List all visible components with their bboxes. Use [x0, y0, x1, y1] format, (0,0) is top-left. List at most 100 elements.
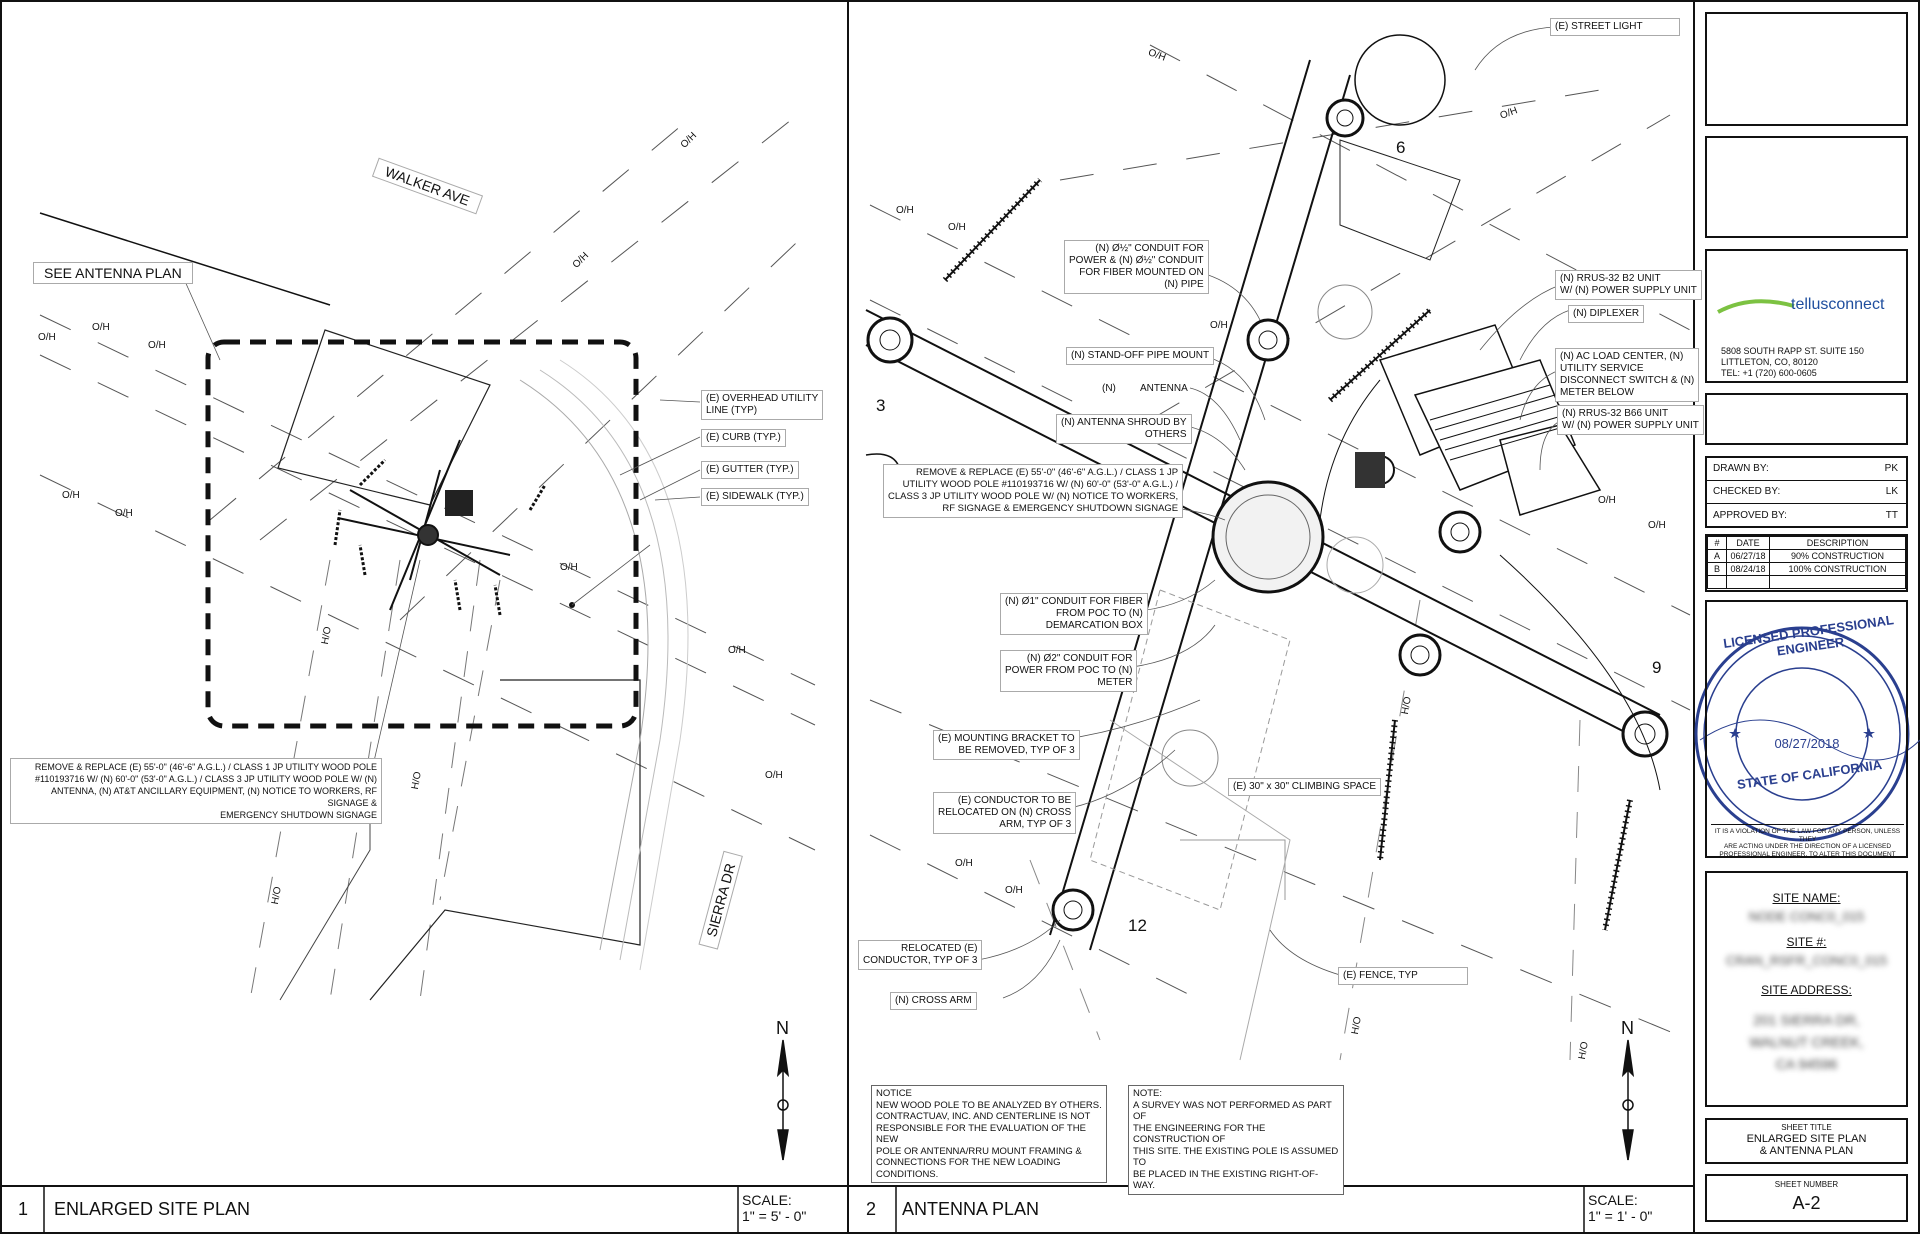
callout-standoff-pipe: (N) STAND-OFF PIPE MOUNT — [1066, 347, 1215, 365]
callout-overhead-utility: (E) OVERHEAD UTILITY LINE (TYP) — [701, 390, 824, 420]
checked-by-value: LK — [1885, 486, 1898, 497]
north-label: N — [776, 1018, 789, 1038]
callout-street-light: (E) STREET LIGHT — [1550, 18, 1680, 36]
callout-fence: (E) FENCE, TYP — [1338, 967, 1468, 985]
site-info-block: SITE NAME: NODE CONC0_015 SITE #: CRAN_R… — [1705, 871, 1908, 1107]
callout-conduit-fiber: (N) Ø1" CONDUIT FOR FIBER FROM POC TO (N… — [1000, 593, 1148, 635]
company-address-2: LITTLETON, CO, 80120 — [1721, 357, 1818, 367]
plan2-scale-value: 1" = 1' - 0" — [1588, 1208, 1653, 1224]
revision-header-row: # DATE DESCRIPTION — [1707, 536, 1906, 550]
site-address-value: 201 SIERRA DR, WALNUT CREEK, CA 94596 — [1749, 1012, 1864, 1072]
callout-antenna: ANTENNA — [1140, 383, 1188, 394]
callout-conductor-relocate: (E) CONDUCTOR TO BE RELOCATED ON (N) CRO… — [933, 792, 1077, 834]
site-address-label: SITE ADDRESS: — [1761, 983, 1852, 997]
plan1-title: ENLARGED SITE PLAN — [54, 1199, 251, 1219]
oh-label: O/H — [896, 205, 914, 216]
title-block-empty-1 — [1705, 12, 1908, 126]
sheet-title-value: ENLARGED SITE PLAN & ANTENNA PLAN — [1746, 1133, 1867, 1157]
site-name-value: NODE CONC0_015 — [1748, 909, 1865, 924]
oh-label: O/H — [1598, 495, 1616, 506]
revision-table: # DATE DESCRIPTION A 06/27/18 90% CONSTR… — [1707, 536, 1906, 589]
callout-rrus-b2: (N) RRUS-32 B2 UNIT W/ (N) POWER SUPPLY … — [1555, 270, 1702, 300]
rev-date: 08/24/18 — [1726, 562, 1770, 576]
plan2-scale-label: SCALE: — [1588, 1192, 1638, 1208]
oh-label: O/H — [115, 508, 133, 519]
sheet-number-value: A-2 — [1792, 1193, 1821, 1213]
site-number-value: CRAN_RSFR_CONC0_015 — [1725, 953, 1888, 968]
rev-header-desc: DESCRIPTION — [1769, 536, 1906, 550]
oh-label: O/H — [765, 770, 783, 781]
drawn-by-value: PK — [1884, 463, 1898, 474]
notice-box: NOTICE NEW WOOD POLE TO BE ANALYZED BY O… — [871, 1085, 1107, 1183]
stamp-bottom-text: STATE OF CALIFORNIA — [1736, 756, 1883, 793]
plan1-number: 1 — [18, 1199, 29, 1219]
company-name: tellusconnect — [1791, 296, 1885, 313]
callout-antenna-n: (N) — [1102, 383, 1116, 394]
callout-antenna-shroud: (N) ANTENNA SHROUD BY OTHERS — [1056, 414, 1192, 444]
company-phone: TEL: +1 (720) 600-0605 — [1721, 368, 1817, 378]
callout-conduit-power: (N) Ø2" CONDUIT FOR POWER FROM POC TO (N… — [1000, 650, 1138, 692]
oh-label: O/H — [1210, 320, 1228, 331]
oh-label: O/H — [38, 332, 56, 343]
oh-label: O/H — [955, 858, 973, 869]
oh-label: O/H — [728, 645, 746, 656]
revision-block: # DATE DESCRIPTION A 06/27/18 90% CONSTR… — [1705, 534, 1908, 592]
callout-cross-arm: (N) CROSS ARM — [890, 992, 977, 1010]
callout-remove-replace-pole-2: REMOVE & REPLACE (E) 55'-0" (46'-6" A.G.… — [883, 464, 1184, 518]
callout-curb: (E) CURB (TYP.) — [701, 429, 786, 447]
plan2-title: ANTENNA PLAN — [902, 1199, 1040, 1219]
drawn-by-label: DRAWN BY: — [1713, 463, 1769, 474]
stamp-date: 08/27/2018 — [1774, 736, 1840, 751]
plan1-scale-label: SCALE: — [742, 1192, 792, 1208]
sheet-number-block: SHEET NUMBER A-2 — [1705, 1174, 1908, 1222]
sheet-title-label: SHEET TITLE — [1781, 1123, 1832, 1132]
violation-text: IT IS A VIOLATION OF THE LAW FOR ANY PER… — [1711, 824, 1904, 858]
north-label: N — [1621, 1018, 1634, 1038]
site-name-label: SITE NAME: — [1772, 891, 1841, 905]
stamp-block: LICENSED PROFESSIONAL ENGINEER 08/27/201… — [1705, 600, 1908, 858]
approval-block: DRAWN BY: PK CHECKED BY: LK APPROVED BY:… — [1705, 456, 1908, 528]
rev-header-num: # — [1707, 536, 1727, 550]
callout-gutter: (E) GUTTER (TYP.) — [701, 461, 799, 479]
title-block-empty-3 — [1705, 393, 1908, 445]
site-number-label: SITE #: — [1786, 935, 1827, 949]
callout-relocated-conductor: RELOCATED (E) CONDUCTOR, TYP OF 3 — [858, 940, 983, 970]
checked-by-label: CHECKED BY: — [1713, 486, 1781, 497]
callout-diplexer: (N) DIPLEXER — [1568, 305, 1645, 323]
approved-by-label: APPROVED BY: — [1713, 510, 1787, 521]
callout-sidewalk: (E) SIDEWALK (TYP.) — [701, 488, 809, 506]
rev-desc: 100% CONSTRUCTION — [1769, 562, 1906, 576]
tellusconnect-logo-icon — [1717, 299, 1795, 314]
callout-climbing-space: (E) 30" x 30" CLIMBING SPACE — [1228, 778, 1382, 796]
sheet-title-block: SHEET TITLE ENLARGED SITE PLAN & ANTENNA… — [1705, 1118, 1908, 1164]
clock-label-12: 12 — [1128, 916, 1147, 935]
rev-date: 06/27/18 — [1726, 549, 1770, 563]
oh-label: O/H — [62, 490, 80, 501]
oh-label: O/H — [92, 322, 110, 333]
stamp-top-text: LICENSED PROFESSIONAL ENGINEER — [1722, 612, 1895, 659]
oh-label: O/H — [560, 562, 578, 573]
callout-mounting-bracket: (E) MOUNTING BRACKET TO BE REMOVED, TYP … — [933, 730, 1080, 760]
approved-by-value: TT — [1885, 510, 1898, 521]
oh-label: O/H — [948, 222, 966, 233]
callout-remove-replace-pole: REMOVE & REPLACE (E) 55'-0" (46'-6" A.G.… — [10, 758, 382, 824]
oh-label: O/H — [1005, 885, 1023, 896]
plan2-number: 2 — [866, 1199, 877, 1219]
clock-label-9: 9 — [1652, 658, 1662, 677]
revision-row: A 06/27/18 90% CONSTRUCTION — [1707, 549, 1906, 563]
rev-desc: 90% CONSTRUCTION — [1769, 549, 1906, 563]
oh-label: O/H — [1648, 520, 1666, 531]
antenna-plan-drawing — [865, 26, 1691, 1161]
clock-label-6: 6 — [1396, 138, 1406, 157]
callout-ac-load-center: (N) AC LOAD CENTER, (N) UTILITY SERVICE … — [1555, 348, 1700, 402]
pe-stamp — [1694, 626, 1920, 842]
see-antenna-plan-label: SEE ANTENNA PLAN — [33, 262, 193, 284]
rev-num: B — [1707, 562, 1727, 576]
note-box: NOTE: A SURVEY WAS NOT PERFORMED AS PART… — [1128, 1085, 1344, 1195]
revision-row: B 08/24/18 100% CONSTRUCTION — [1707, 562, 1906, 576]
oh-label: O/H — [148, 340, 166, 351]
title-block-empty-2 — [1705, 136, 1908, 238]
plan1-scale-value: 1" = 5' - 0" — [742, 1208, 807, 1224]
callout-conduit-half-inch: (N) Ø½" CONDUIT FOR POWER & (N) Ø½" COND… — [1064, 240, 1209, 294]
